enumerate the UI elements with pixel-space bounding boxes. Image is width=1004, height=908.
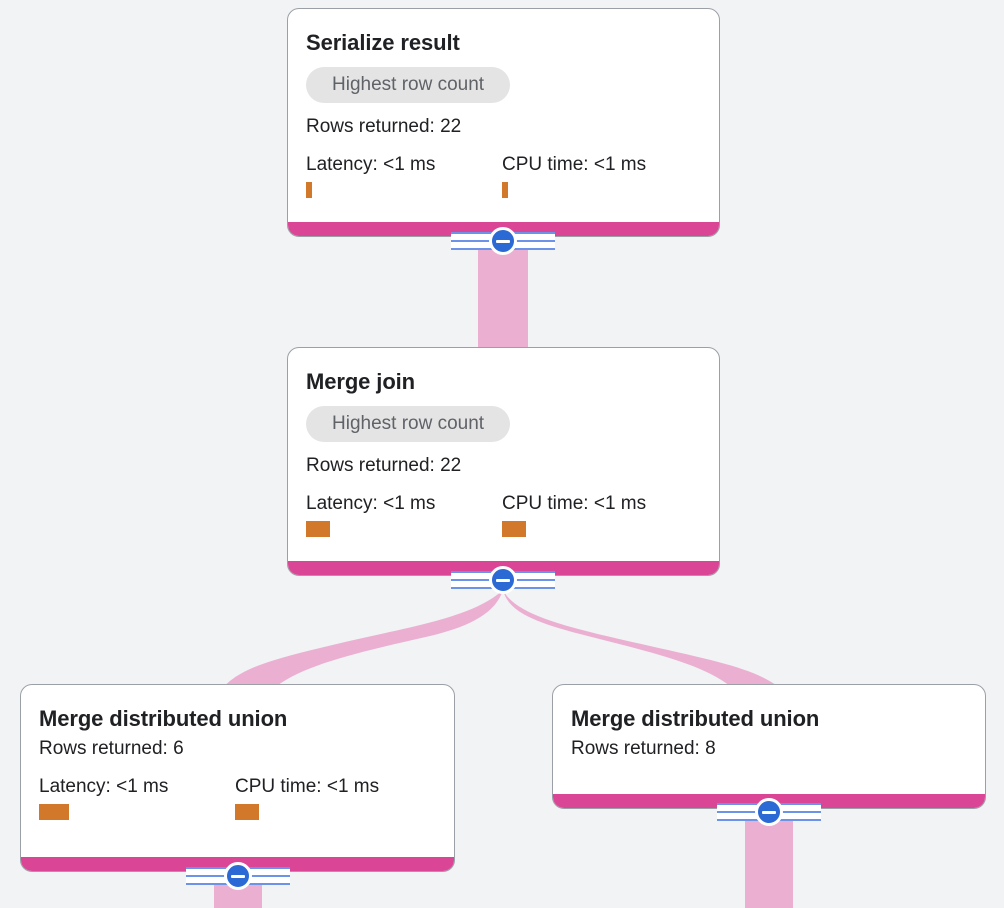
metric-latency: Latency: <1 ms	[306, 492, 502, 537]
metric-cpu-time-label: CPU time: <1 ms	[502, 493, 647, 514]
node-card-merge-distributed-union-left[interactable]: Merge distributed union Rows returned: 6…	[20, 684, 455, 872]
metric-latency-label: Latency: <1 ms	[39, 776, 169, 797]
metric-latency-bar	[306, 521, 330, 537]
rows-returned-text: Rows returned: 22	[306, 455, 462, 476]
collapse-toggle-merge-distributed-union-left[interactable]	[186, 861, 290, 891]
metric-latency-label: Latency: <1 ms	[306, 493, 436, 514]
metric-latency-bar	[306, 182, 312, 198]
node-card-merge-distributed-union-right[interactable]: Merge distributed union Rows returned: 8	[552, 684, 986, 809]
collapse-minus-icon[interactable]	[489, 566, 517, 594]
node-card-serialize-result[interactable]: Serialize result Highest row count Rows …	[287, 8, 720, 237]
collapse-minus-icon[interactable]	[755, 798, 783, 826]
status-badge: Highest row count	[306, 67, 511, 103]
status-badge: Highest row count	[306, 406, 511, 442]
node-body: Serialize result Highest row count Rows …	[288, 9, 719, 222]
rows-returned-text: Rows returned: 6	[39, 738, 184, 759]
collapse-toggle-merge-distributed-union-right[interactable]	[717, 797, 821, 827]
collapse-minus-icon[interactable]	[489, 227, 517, 255]
node-body: Merge join Highest row count Rows return…	[288, 348, 719, 561]
metric-cpu-time: CPU time: <1 ms	[502, 153, 698, 198]
node-title: Serialize result	[306, 30, 460, 55]
metric-cpu-time: CPU time: <1 ms	[235, 775, 431, 820]
collapse-minus-icon[interactable]	[224, 862, 252, 890]
rows-returned-text: Rows returned: 8	[571, 738, 716, 759]
rows-returned-text: Rows returned: 22	[306, 116, 462, 137]
metric-cpu-time-bar	[502, 521, 526, 537]
node-body: Merge distributed union Rows returned: 6…	[21, 685, 454, 857]
node-metrics: Latency: <1 ms CPU time: <1 ms	[306, 492, 701, 537]
node-title: Merge distributed union	[39, 706, 288, 731]
metric-latency: Latency: <1 ms	[306, 153, 502, 198]
collapse-toggle-merge-join[interactable]	[451, 565, 555, 595]
node-metrics: Latency: <1 ms CPU time: <1 ms	[39, 775, 436, 820]
node-metrics: Latency: <1 ms CPU time: <1 ms	[306, 153, 701, 198]
metric-cpu-time-bar	[502, 182, 508, 198]
collapse-toggle-serialize-result[interactable]	[451, 226, 555, 256]
node-card-merge-join[interactable]: Merge join Highest row count Rows return…	[287, 347, 720, 576]
metric-cpu-time: CPU time: <1 ms	[502, 492, 698, 537]
node-body: Merge distributed union Rows returned: 8	[553, 685, 985, 794]
metric-cpu-time-label: CPU time: <1 ms	[502, 154, 647, 175]
metric-cpu-time-label: CPU time: <1 ms	[235, 776, 380, 797]
metric-latency-label: Latency: <1 ms	[306, 154, 436, 175]
metric-latency-bar	[39, 804, 69, 820]
node-title: Merge join	[306, 369, 416, 394]
node-title: Merge distributed union	[571, 706, 820, 731]
metric-latency: Latency: <1 ms	[39, 775, 235, 820]
metric-cpu-time-bar	[235, 804, 259, 820]
